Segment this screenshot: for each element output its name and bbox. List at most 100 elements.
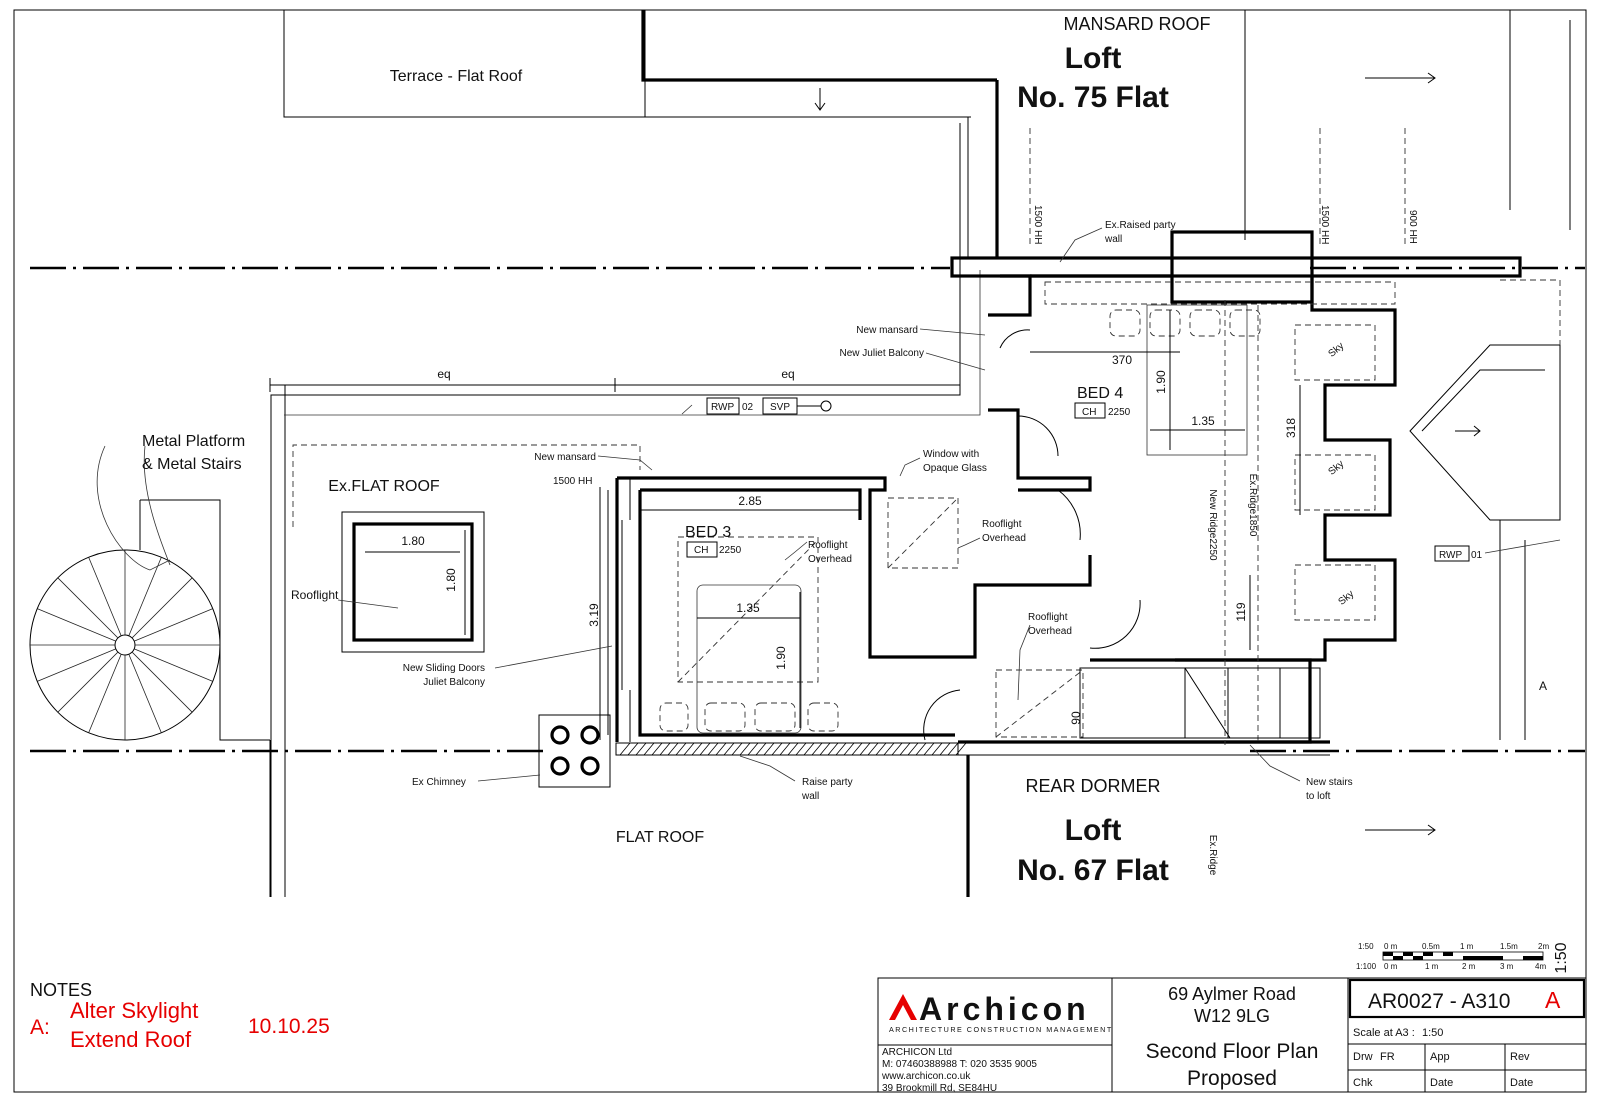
stair-tread <box>134 608 213 642</box>
stair-tread <box>134 648 213 682</box>
scale-label: Scale at A3 : <box>1353 1027 1415 1039</box>
bed4-bed-height: 1.90 <box>1154 370 1168 394</box>
stair-tread <box>128 654 162 733</box>
terrace-outline <box>269 10 999 897</box>
rear-dormer-label: REAR DORMER <box>1025 776 1160 796</box>
new-stairs-label-1: New stairs <box>1306 777 1353 788</box>
stair-tread <box>131 651 193 713</box>
svp-label: SVP <box>770 402 790 413</box>
company-name: ARCHICON Ltd <box>882 1047 952 1058</box>
company-phone: M: 07460388988 T: 020 3535 9005 <box>882 1059 1037 1070</box>
top-right-loft <box>814 10 1571 836</box>
stair-tread <box>128 557 162 636</box>
ex-ridge-1850-label: Ex.Ridge1850 <box>1247 474 1258 537</box>
ex-chimney-label: Ex Chimney <box>412 777 466 788</box>
scale-r2-t4: 4m <box>1535 962 1546 971</box>
rooflights-overhead <box>887 497 1084 738</box>
drawing-number: AR0027 - A310 <box>1368 990 1510 1013</box>
company-web: www.archicon.co.uk <box>881 1071 971 1082</box>
stair-tread <box>57 577 119 639</box>
bed3-ch-value: 2250 <box>719 545 742 556</box>
loft-75-label: Loft <box>1065 42 1122 75</box>
flat-75-label: No. 75 Flat <box>1017 81 1169 114</box>
scale-r2-label: 1:100 <box>1356 962 1377 971</box>
doors <box>923 329 1141 741</box>
scale-value: 1:50 <box>1422 1027 1443 1039</box>
new-ridge-label: New Ridge2250 <box>1207 489 1218 561</box>
mansard-roof-label: MANSARD ROOF <box>1063 14 1210 34</box>
rooflight-oh1-label-2: Overhead <box>982 533 1026 544</box>
flat-67-label: No. 67 Flat <box>1017 854 1169 887</box>
scale-r1-t4: 2m <box>1538 942 1549 951</box>
loft-67-label: Loft <box>1065 814 1122 847</box>
bed4-ch-label: CH <box>1082 407 1096 418</box>
checked-label: Chk <box>1353 1077 1373 1089</box>
logo-text: Archicon <box>919 991 1090 1027</box>
sky-label-1: Sky <box>1326 341 1346 360</box>
sliding-doors-label-2: Juliet Balcony <box>423 677 485 688</box>
notes-line2: Extend Roof <box>70 1027 192 1052</box>
drawn-label: Drw <box>1353 1051 1373 1063</box>
title-line1: Second Floor Plan <box>1146 1040 1319 1063</box>
notes-heading: NOTES <box>30 980 92 1000</box>
notes-rev-letter: A: <box>30 1016 50 1039</box>
rooflight-oh2-label-1: Rooflight <box>1028 612 1068 623</box>
scale-r2-t1: 1 m <box>1425 962 1439 971</box>
bed4-furniture <box>1044 281 1396 745</box>
ex-raised-label-2: wall <box>1104 234 1122 245</box>
eq-label-2: eq <box>781 367 794 381</box>
stair-tread <box>131 577 193 639</box>
eq-label-1: eq <box>437 367 450 381</box>
bed3-bed-width: 1.35 <box>736 601 760 615</box>
window-opaque-label-1: Window with <box>923 449 979 460</box>
sky-label-3: Sky <box>1336 589 1356 608</box>
party-wall-lines <box>30 266 1585 753</box>
rooflight-oh1-label-1: Rooflight <box>982 519 1022 530</box>
flat-roof-label: FLAT ROOF <box>616 829 705 846</box>
bed4-dim-370: 370 <box>1112 353 1132 367</box>
rwp01-label: RWP <box>1439 550 1462 561</box>
hh-1500-label-b: 1500 HH <box>1032 205 1043 244</box>
scale-bar: 1:50 0 m 0.5m 1 m 1.5m 2m 1:100 0 m 1 m … <box>1356 942 1570 974</box>
rooflight-label: Rooflight <box>291 588 339 602</box>
hh-1500-label-c: 1500 HH <box>1319 205 1330 244</box>
leaders <box>96 227 1561 782</box>
revision-letter: A <box>1545 987 1561 1013</box>
bed4-bed-width: 1.35 <box>1191 414 1215 428</box>
bed4-ch-value: 2250 <box>1108 407 1131 418</box>
scale-r1-t3: 1.5m <box>1500 942 1518 951</box>
logo-tagline: ARCHITECTURE CONSTRUCTION MANAGEMENT <box>889 1025 1113 1034</box>
stair-tread <box>57 651 119 713</box>
bed3-width: 2.85 <box>738 494 762 508</box>
scale-big-label: 1:50 <box>1553 942 1570 973</box>
logo-mark-icon <box>889 994 917 1020</box>
stair-tread <box>37 608 116 642</box>
ex-ridge-label: Ex.Ridge <box>1207 835 1218 876</box>
dim-119: 119 <box>1234 602 1248 621</box>
notes-block: NOTES A: Alter Skylight Extend Roof 10.1… <box>30 980 330 1052</box>
raise-party-label-1: Raise party <box>802 777 853 788</box>
dimension-lines <box>269 310 1301 735</box>
rwp02-label: RWP <box>711 402 734 413</box>
rooflight-height: 1.80 <box>444 568 458 592</box>
address-line1: 69 Aylmer Road <box>1168 984 1296 1004</box>
metal-stairs-label: & Metal Stairs <box>142 456 242 473</box>
scale-r2-t0: 0 m <box>1384 962 1398 971</box>
rev-label: Rev <box>1510 1051 1530 1063</box>
bed3-height: 3.19 <box>587 603 601 627</box>
scale-r2-t2: 2 m <box>1462 962 1476 971</box>
sky-label-2: Sky <box>1326 459 1346 478</box>
rooflight-square <box>341 511 485 653</box>
new-stairs-label-2: to loft <box>1306 791 1331 802</box>
new-mansard-label-b: New mansard <box>534 452 596 463</box>
party-wall-hatch <box>615 742 967 756</box>
section-a-marker: A <box>1539 679 1547 693</box>
bed3-label: BED 3 <box>685 524 731 541</box>
bed4-label: BED 4 <box>1077 385 1123 402</box>
ex-flat-roof-outline <box>292 444 641 788</box>
dim-90: 90 <box>1069 711 1083 725</box>
app-label: App <box>1430 1051 1450 1063</box>
scale-r1-label: 1:50 <box>1358 942 1374 951</box>
scale-r1-t1: 0.5m <box>1422 942 1440 951</box>
